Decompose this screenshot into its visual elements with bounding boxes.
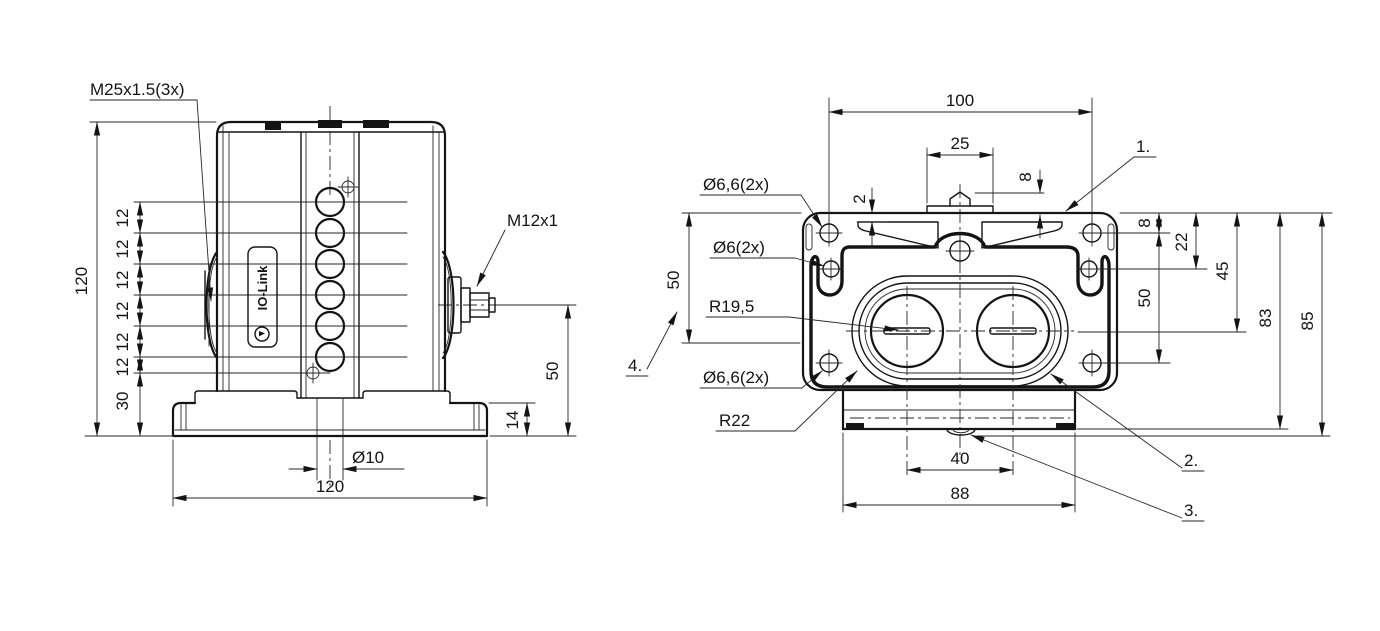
m12-connector [438, 250, 502, 360]
label-corner-holes-bottom: Ø6,6(2x) [703, 368, 769, 387]
cable-gland-circles [314, 186, 346, 373]
svg-text:12: 12 [113, 358, 132, 377]
dim-connector-height-50: 50 [543, 362, 562, 381]
callout-1: 1. [1136, 137, 1150, 156]
dim-8-tab: 8 [1016, 172, 1035, 181]
dim-base-30: 30 [113, 392, 132, 411]
target-cross-top [337, 176, 359, 198]
dim-88: 88 [951, 484, 970, 503]
pocket-left [857, 221, 939, 249]
dim-83: 83 [1256, 309, 1275, 328]
m25-gland-left [204, 250, 219, 360]
base-flange-outline [171, 401, 489, 438]
dim-pitch-chain: 12 12 12 12 12 12 [113, 201, 144, 377]
top-slot-mark [363, 120, 389, 128]
svg-text:12: 12 [113, 209, 132, 228]
dim-40: 40 [951, 449, 970, 468]
dim-hole-dia-10: Ø10 [352, 448, 384, 467]
svg-text:12: 12 [113, 302, 132, 321]
label-m12: M12x1 [507, 211, 558, 230]
dim-8-edge: 8 [1135, 218, 1154, 227]
top-slot-mark [265, 123, 281, 130]
dim-flange-14: 14 [503, 411, 522, 430]
svg-text:12: 12 [113, 333, 132, 352]
dim-25: 25 [951, 134, 970, 153]
top-view: 100 25 2 8 8 22 50 45 83 85 [625, 91, 1333, 522]
gasket-seal [809, 231, 1111, 389]
front-body-outline [215, 120, 447, 393]
bottom-connector-bump [946, 428, 976, 436]
label-side-holes: Ø6(2x) [713, 238, 765, 257]
label-r19-5: R19,5 [709, 297, 754, 316]
svg-text:12: 12 [113, 240, 132, 259]
dim-85: 85 [1298, 312, 1317, 331]
callout-2: 2. [1184, 451, 1198, 470]
io-link-badge: IO-Link [247, 246, 278, 348]
dim-50-left: 50 [664, 271, 683, 290]
dim-height-120: 120 [72, 267, 91, 295]
label-m25: M25x1.5(3x) [90, 80, 184, 99]
mounting-holes [815, 219, 1106, 377]
dim-2: 2 [850, 194, 869, 203]
pocket-right [981, 221, 1063, 249]
target-cross-bottom [302, 362, 324, 384]
label-r22: R22 [719, 411, 750, 430]
dim-22: 22 [1172, 233, 1191, 252]
dim-50-right: 50 [1135, 289, 1154, 308]
label-corner-holes-top: Ø6,6(2x) [703, 175, 769, 194]
callout-3: 3. [1184, 501, 1198, 520]
front-view: IO-Link [72, 80, 577, 507]
body-below-plate [841, 388, 1077, 436]
io-link-text: IO-Link [255, 265, 270, 311]
io-link-logo-arrow-icon [259, 331, 265, 337]
dim-width-120: 120 [316, 477, 344, 496]
io-link-logo-icon [254, 326, 270, 342]
svg-text:12: 12 [113, 271, 132, 290]
callout-4: 4. [628, 356, 642, 375]
dim-100: 100 [946, 91, 974, 110]
dim-45: 45 [1213, 262, 1232, 281]
